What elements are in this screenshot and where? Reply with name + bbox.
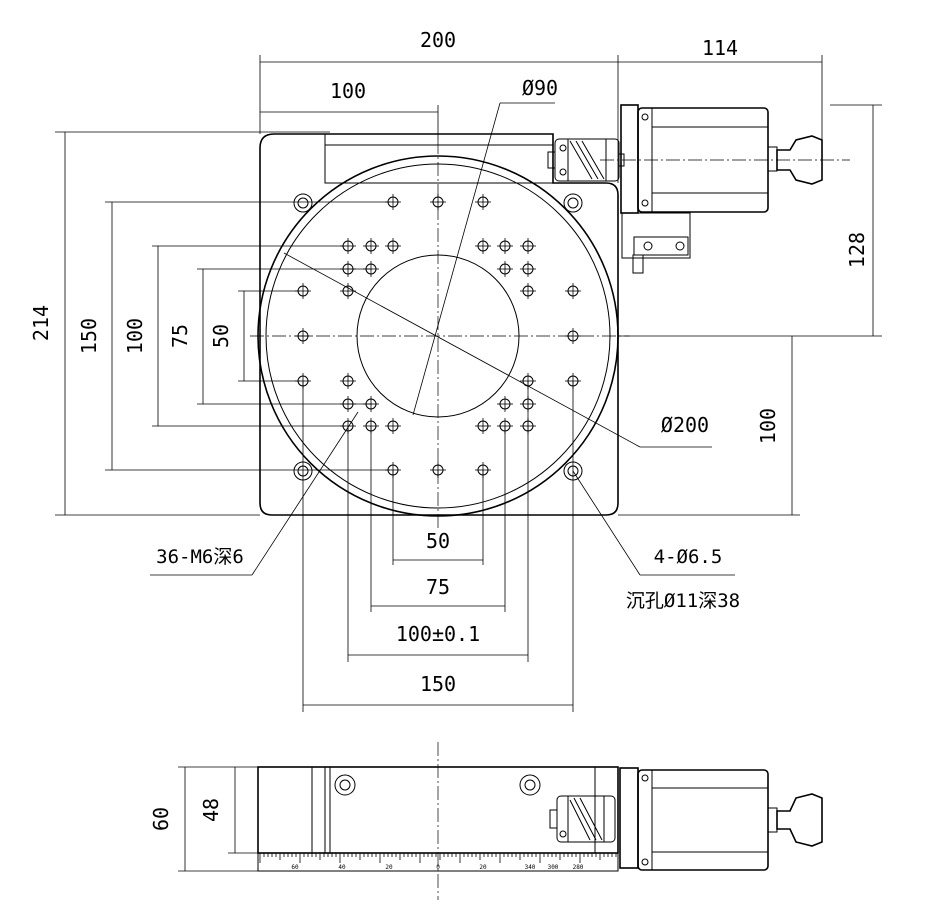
dim-bottom-75: 75	[426, 575, 450, 599]
side-mount-hole	[334, 774, 356, 796]
mount-hole	[293, 193, 313, 213]
angle-scale	[257, 852, 619, 872]
dim-center-hole-dia: Ø90	[522, 76, 558, 100]
stepper-motor	[600, 104, 850, 214]
scale-labels: 60 40 20 0 20 340 300 280	[291, 864, 583, 871]
note-mount-holes: 4-Ø6.5	[654, 546, 723, 568]
scale-label: 40	[338, 864, 346, 871]
scale-ticks	[259, 853, 617, 863]
side-motor	[619, 767, 823, 871]
dim-body-height: 48	[199, 798, 223, 822]
dimension-lines	[55, 55, 882, 712]
dim-motor-length: 114	[702, 36, 738, 60]
worm-housing-edge	[324, 134, 553, 184]
scale-label: 280	[573, 864, 584, 871]
dim-total-height: 60	[149, 807, 173, 831]
dim-bottom-150: 150	[420, 672, 456, 696]
dim-hole-span-50: 50	[209, 324, 233, 348]
side-mount-hole	[519, 774, 541, 796]
dim-center-offset: 100	[756, 408, 780, 444]
scale-label: 300	[548, 864, 559, 871]
side-view: 60 40 20 0 20 340 300 280 60 48	[149, 742, 823, 900]
sensor-block	[621, 212, 691, 274]
scale-label: 20	[385, 864, 393, 871]
dim-overall-height: 214	[29, 305, 53, 341]
scale-label: 20	[479, 864, 487, 871]
note-tapped-holes: 36-M6深6	[156, 546, 244, 568]
dim-hole-span-100: 100	[123, 318, 147, 354]
dim-half-width: 100	[330, 79, 366, 103]
dim-table-dia: Ø200	[661, 413, 709, 437]
scale-label: 60	[291, 864, 299, 871]
dim-bottom-100: 100±0.1	[396, 622, 480, 646]
note-counterbore: 沉孔Ø11深38	[626, 590, 740, 612]
top-view: 200 114 100 Ø90 214 150 100 75 50 128 10…	[29, 28, 882, 712]
mount-hole	[563, 193, 583, 213]
scale-label: 0	[436, 864, 440, 871]
side-coupling	[549, 795, 616, 843]
dim-hole-span-150: 150	[77, 318, 101, 354]
dim-motor-offset: 128	[845, 232, 869, 268]
base-plate	[259, 133, 619, 516]
dim-overall-width: 200	[420, 28, 456, 52]
scale-label: 340	[525, 864, 536, 871]
dim-hole-span-75: 75	[168, 324, 192, 348]
dim-bottom-50: 50	[426, 529, 450, 553]
